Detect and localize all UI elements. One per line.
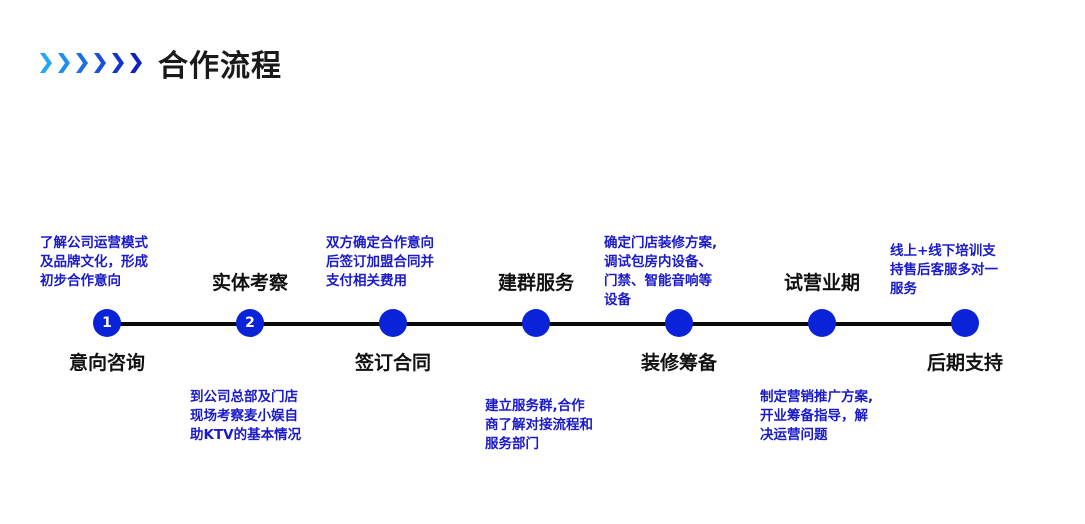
step-description-6: 制定营销推广方案, 开业筹备指导，解 决运营问题: [760, 389, 874, 443]
step-label-1: 意向咨询: [68, 352, 146, 374]
step-description-4: 建立服务群,合作 商了解对接流程和 服务部门: [485, 398, 593, 452]
timeline-node-4: [522, 309, 550, 337]
step-description-7: 线上+线下培训支 持售后客服多对一 服务: [890, 243, 998, 297]
step-label-5: 装修筹备: [640, 352, 718, 374]
chevron-right-icon: [130, 53, 142, 73]
step-label-4: 建群服务: [497, 272, 575, 294]
timeline-node-2: 2: [236, 309, 264, 337]
timeline-node-1: 1: [93, 309, 121, 337]
step-label-6: 试营业期: [783, 272, 861, 294]
chevron-right-icon: [40, 53, 52, 73]
step-description-1: 了解公司运营模式 及品牌文化，形成 初步合作意向: [40, 235, 148, 289]
chevron-right-icon: [76, 53, 88, 73]
step-label-7: 后期支持: [926, 352, 1004, 374]
step-description-5: 确定门店装修方案, 调试包房内设备、 门禁、智能音响等 设备: [604, 235, 718, 308]
timeline-node-6: [808, 309, 836, 337]
chevron-decoration: [40, 53, 148, 73]
step-description-2: 到公司总部及门店 现场考察麦小娱自 助KTV的基本情况: [190, 389, 302, 443]
timeline-node-5: [665, 309, 693, 337]
timeline-node-7: [951, 309, 979, 337]
timeline-node-3: [379, 309, 407, 337]
step-label-2: 实体考察: [211, 272, 289, 294]
chevron-right-icon: [112, 53, 124, 73]
page-title: 合作流程: [158, 49, 282, 84]
step-label-3: 签订合同: [354, 352, 432, 374]
page-header: 合作流程: [40, 44, 282, 84]
chevron-right-icon: [58, 53, 70, 73]
step-description-3: 双方确定合作意向 后签订加盟合同并 支付相关费用: [326, 235, 434, 289]
chevron-right-icon: [94, 53, 106, 73]
